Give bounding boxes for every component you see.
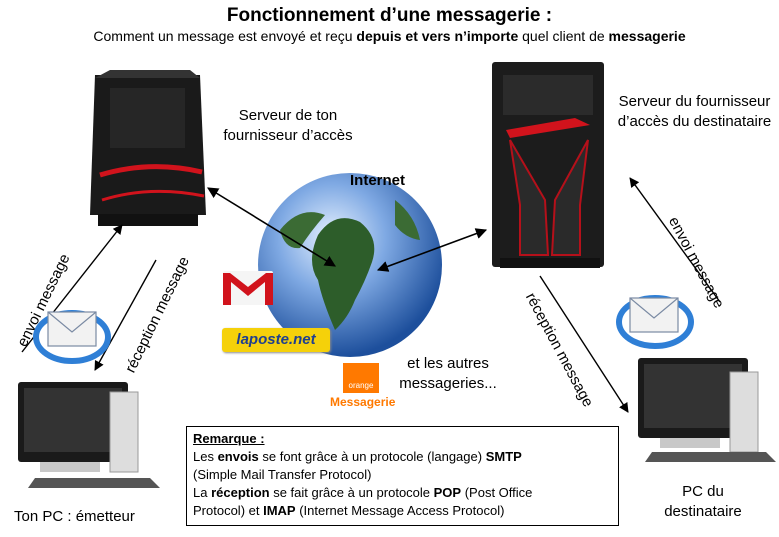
orange-logo: orange — [343, 363, 379, 393]
server-recipient-label: Serveur du fournisseur d’accès du destin… — [617, 93, 772, 130]
subtitle-bold: messagerie — [608, 28, 686, 44]
remark-line-1: Les envois se font grâce à un protocole … — [193, 448, 612, 466]
remark-text: La — [193, 485, 212, 500]
gmail-logo-icon — [223, 271, 273, 305]
remark-text: se font grâce à un protocole (langage) — [258, 449, 486, 464]
orange-messagerie-label: Messagerie — [330, 395, 396, 409]
remark-text: (Post Office — [461, 485, 533, 500]
internet-label: Internet — [350, 172, 406, 189]
arrow-right-send — [629, 177, 721, 303]
remark-text: se fait grâce à un protocole — [269, 485, 434, 500]
remark-box: Remarque : Les envois se font grâce à un… — [186, 426, 619, 526]
remark-keyword: POP — [433, 485, 462, 500]
laposte-logo: laposte.net — [222, 328, 330, 352]
subtitle-part: Comment un message est envoyé et reçu — [93, 28, 357, 44]
remark-keyword: réception — [211, 485, 270, 500]
pc-recipient-label: PC du destinataire — [664, 483, 742, 520]
server-recipient-icon — [492, 62, 604, 268]
remark-line-4: Protocol) et IMAP (Internet Message Acce… — [193, 502, 612, 520]
remark-keyword: envois — [217, 449, 259, 464]
arrow-left-receive — [94, 259, 157, 371]
pc-sender-label: Ton PC : émetteur — [14, 508, 135, 525]
envelope-left-icon — [33, 310, 111, 364]
remark-line-2: (Simple Mail Transfer Protocol) — [193, 467, 372, 482]
remark-text: Protocol) et — [193, 503, 264, 518]
remark-line-3: La réception se fait grâce à un protocol… — [193, 484, 612, 502]
remark-text: Les — [193, 449, 218, 464]
remark-text: (Internet Message Access Protocol) — [295, 503, 505, 518]
other-providers-label: et les autres messageries... — [399, 355, 497, 392]
subtitle-part: quel client de — [518, 28, 609, 44]
arrow-right-receive — [539, 275, 629, 413]
arrow-internet-server-recipient — [376, 228, 488, 272]
diagram-title: Fonctionnement d’une messagerie : — [226, 5, 553, 26]
pc-recipient-icon — [638, 358, 776, 462]
envelope-right-icon — [616, 295, 694, 349]
server-sender-icon — [90, 70, 206, 226]
diagram-subtitle: Comment un message est envoyé et reçu de… — [0, 28, 779, 44]
remark-keyword: SMTP — [485, 449, 522, 464]
arrow-server-sender-internet — [207, 187, 336, 267]
subtitle-bold: depuis et vers n’importe — [356, 28, 519, 44]
pc-sender-icon — [18, 382, 160, 488]
server-sender-label: Serveur de ton fournisseur d’accès — [223, 107, 353, 144]
remark-keyword: IMAP — [263, 503, 296, 518]
remark-title: Remarque : — [193, 431, 265, 446]
